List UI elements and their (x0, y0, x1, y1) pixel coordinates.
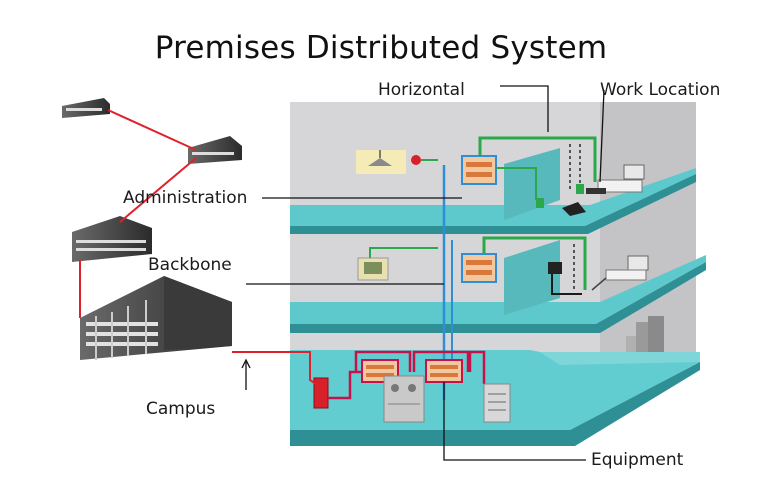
campus-cable (79, 109, 317, 385)
leader-work-location (599, 89, 605, 183)
leader-campus-arrow (241, 358, 251, 369)
floor-top-slab (290, 174, 696, 234)
patch-cable (354, 350, 486, 384)
patch-panel-bottom-right (425, 359, 463, 383)
campus-building-medium (72, 216, 152, 262)
label-campus: Campus (146, 399, 216, 419)
pbx-cabinet-icon (383, 375, 425, 423)
label-work-location: Work Location (600, 80, 721, 100)
floor-top-partition (504, 148, 560, 220)
server-rack-icon (483, 383, 511, 423)
phone-handset-icon (548, 262, 582, 295)
patch-panel-middle (461, 253, 497, 283)
workstation-computer-middle-icon (605, 255, 649, 281)
horizontal-cable-middle (482, 236, 587, 290)
label-horizontal: Horizontal (378, 80, 465, 100)
leader-equipment (443, 382, 586, 461)
floor-bottom-side (540, 352, 700, 365)
label-backbone: Backbone (148, 255, 232, 275)
patch-panel-top (461, 155, 497, 185)
label-equipment: Equipment (591, 450, 684, 470)
diagram-title: Premises Distributed System (154, 30, 608, 66)
ceiling-lamp-icon (356, 150, 406, 174)
label-administration: Administration (123, 188, 248, 208)
floor-top-surface (290, 168, 696, 226)
distant-building-icon (626, 316, 664, 352)
campus-building-small-1 (62, 98, 110, 118)
alarm-icon (411, 155, 421, 165)
wall-outlet-top (576, 184, 584, 194)
wall-outlet-top-2 (536, 198, 544, 208)
camera-device-icon (357, 257, 389, 281)
campus-entrance-box-icon (313, 377, 329, 409)
horizontal-cable-top (478, 136, 597, 182)
leader-horizontal (500, 85, 549, 132)
floor-middle-surface (290, 255, 706, 324)
campus-building-main (80, 276, 232, 360)
floor-middle-slab (290, 262, 706, 333)
telephone-icon (562, 202, 586, 216)
workstation-computer-icon (586, 164, 645, 194)
floor-middle-partition (504, 240, 560, 315)
campus-building-small-2 (188, 136, 242, 164)
floor-bottom-slab (290, 362, 700, 446)
